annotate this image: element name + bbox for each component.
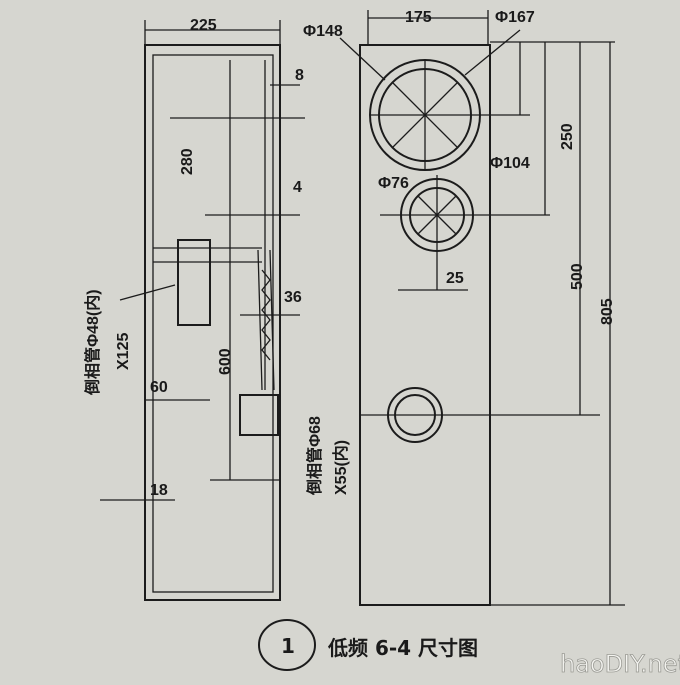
dim-8: 8: [295, 67, 304, 84]
port-tube-48: [177, 239, 211, 326]
dim-60: 60: [150, 379, 168, 396]
front-view: 175 Φ148 Φ167 Φ76 Φ104 25 250 500: [303, 9, 625, 606]
woofer-cutout-diameter: Φ148: [303, 23, 343, 40]
figure-title: 低频 6-4 尺寸图: [327, 636, 478, 660]
dim-250: 250: [559, 123, 576, 150]
front-baffle-outline: [359, 44, 491, 606]
side-inner-wall: [152, 54, 274, 593]
figure-caption: 1 低频 6-4 尺寸图: [258, 619, 478, 671]
dim-25: 25: [446, 270, 464, 287]
dim-805: 805: [599, 298, 616, 325]
port2-length: X55(内): [331, 440, 350, 495]
dim-4: 4: [293, 179, 302, 196]
dim-280: 280: [179, 148, 196, 175]
dim-600: 600: [217, 348, 234, 375]
port2-label: 倒相管Φ68: [305, 416, 324, 496]
dim-500: 500: [569, 263, 586, 290]
dim-36: 36: [284, 289, 302, 306]
tweeter-cutout-diameter: Φ76: [378, 175, 409, 192]
port1-label: 倒相管Φ48(内): [83, 289, 102, 396]
port1-length: X125: [115, 333, 132, 370]
figure-number-circle: [258, 619, 316, 671]
figure-number: 1: [281, 634, 295, 658]
side-width-label: 225: [190, 17, 217, 34]
front-width-label: 175: [405, 9, 432, 26]
tweeter-outer-diameter: Φ104: [490, 155, 530, 172]
port-tube-68: [239, 394, 279, 436]
baffle-brace: [257, 249, 275, 391]
woofer-outer-diameter: Φ167: [495, 9, 535, 26]
side-view: 225 8 280 4 36 600 倒相管Φ48(内) X125 60 18 …: [83, 17, 350, 601]
dim-18: 18: [150, 482, 168, 499]
side-outer-wall: [144, 44, 281, 601]
watermark: haoDIY.net: [560, 650, 680, 678]
